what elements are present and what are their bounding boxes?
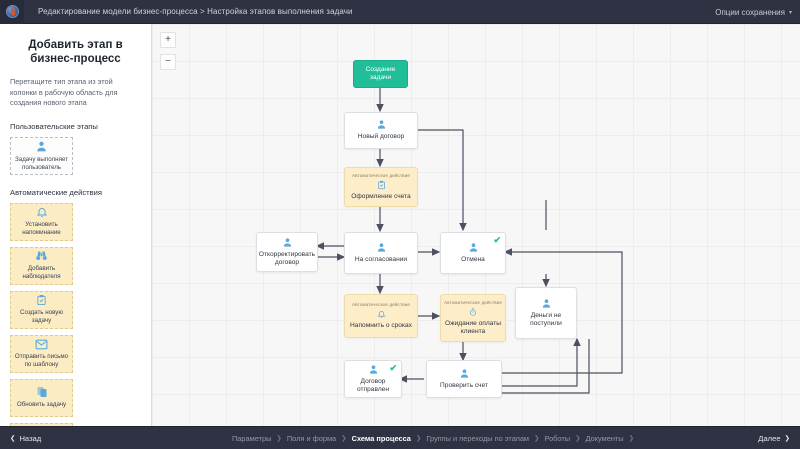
diagram-node-money-not-received[interactable]: Деньги не поступили (515, 287, 577, 339)
bell-icon (377, 309, 386, 319)
palette-item-wait-time[interactable]: Подождать время (10, 422, 73, 426)
palette-item-label: Обновить задачу (16, 401, 67, 408)
chevron-right-icon: ❯ (415, 435, 422, 442)
next-button[interactable]: Далее ❯ (758, 434, 790, 443)
user-icon (459, 368, 470, 379)
zoom-in-button[interactable]: + (160, 32, 176, 48)
wizard-steps: Параметры ❯ Поля и форма ❯ Схема процесс… (232, 434, 634, 443)
diagram-node-cancel[interactable]: ✔ Отмена (440, 232, 506, 274)
user-icon (35, 140, 48, 153)
diagram-node-invoice-issue[interactable]: Автоматическое действие Оформление счета (344, 167, 418, 207)
node-label: Откорректировать договор (258, 250, 316, 266)
user-icon (282, 237, 293, 248)
wizard-step-fields-form[interactable]: Поля и форма (286, 433, 337, 443)
binoculars-icon (35, 250, 48, 262)
node-label: Отмена (461, 255, 485, 263)
top-bar: Редактирование модели бизнес-процесса > … (0, 0, 800, 24)
wizard-step-groups-transitions[interactable]: Группы и переходы по этапам (426, 433, 530, 443)
diagram-node-remind-deadlines[interactable]: Автоматическое действие Напомнить о срок… (344, 294, 418, 338)
diagram-edges (315, 88, 623, 397)
palette-item-label: Установить напоминание (22, 221, 61, 236)
process-diagram-canvas[interactable]: + − (152, 24, 800, 426)
page-title: Добавить этап в бизнес-процесс (28, 39, 123, 65)
chevron-left-icon: ❮ (10, 435, 16, 442)
palette-item-send-template-email[interactable]: Отправить письмо по шаблону (10, 334, 73, 373)
user-icon (541, 298, 552, 309)
save-options-button[interactable]: Опции сохранения ▾ (715, 0, 792, 24)
bell-icon (36, 206, 48, 218)
node-label: Проверить счет (440, 381, 488, 389)
chevron-right-icon: ❯ (628, 435, 635, 442)
node-kind-caption: Автоматическое действие (351, 172, 411, 178)
wizard-step-process-scheme[interactable]: Схема процесса (351, 433, 411, 443)
palette-item-create-task[interactable]: Создать новую задачу (10, 290, 73, 329)
user-icon (468, 242, 479, 253)
node-kind-caption: Автоматическое действие (443, 299, 503, 305)
palette-item-set-reminder[interactable]: Установить напоминание (10, 202, 73, 241)
palette-item-user-task[interactable]: Задачу выполняет пользователь (10, 136, 73, 175)
zoom-out-button[interactable]: − (160, 54, 176, 70)
wizard-step-documents[interactable]: Документы (585, 433, 624, 443)
diagram-node-check-invoice[interactable]: Проверить счет (426, 360, 502, 398)
node-label: Напомнить о сроках (350, 321, 412, 329)
user-steps-grid: Задачу выполняет пользователь (10, 136, 141, 175)
node-label: Оформление счета (351, 192, 411, 200)
node-label: Создание задачи (365, 65, 396, 81)
wizard-step-parameters[interactable]: Параметры (232, 433, 272, 443)
diagram-node-start[interactable]: Создание задачи (353, 60, 408, 88)
status-check-icon: ✔ (389, 363, 397, 373)
node-label: Ожидание оплаты клиента (445, 319, 501, 335)
envelope-icon (35, 339, 48, 350)
chevron-right-icon: ❯ (534, 435, 540, 442)
chevron-right-icon: ❯ (276, 435, 282, 442)
copy-document-icon (36, 386, 48, 398)
back-label: Назад (19, 433, 42, 443)
palette-item-label: Создать новую задачу (20, 309, 63, 324)
chevron-down-icon: ▾ (788, 9, 792, 16)
bottom-bar: ❮ Назад Параметры ❯ Поля и форма ❯ Схема… (0, 426, 800, 449)
section-heading-user-steps: Пользовательские этапы (10, 121, 98, 131)
wizard-step-robots[interactable]: Роботы (544, 433, 571, 443)
node-label: Деньги не поступили (530, 311, 562, 327)
app-logo-icon[interactable] (0, 0, 24, 24)
chevron-right-icon: ❯ (575, 435, 581, 442)
user-icon (376, 119, 387, 130)
clipboard-check-icon (36, 294, 47, 306)
diagram-node-new-contract[interactable]: Новый договор (344, 112, 418, 149)
palette-item-label: Добавить наблюдателя (22, 265, 61, 280)
chevron-right-icon: ❯ (784, 435, 790, 442)
palette-sidebar: Добавить этап в бизнес-процесс Перетащит… (0, 24, 152, 426)
palette-description: Перетащите тип этапа из этой колонки в р… (10, 77, 118, 107)
breadcrumb: Редактирование модели бизнес-процесса > … (38, 7, 353, 16)
palette-item-add-observer[interactable]: Добавить наблюдателя (10, 246, 73, 285)
clipboard-check-icon (377, 180, 386, 190)
palette-item-update-task[interactable]: Обновить задачу (10, 378, 73, 417)
diagram-node-correct-contract[interactable]: Откорректировать договор (256, 232, 318, 272)
diagram-node-in-approval[interactable]: На согласовании (344, 232, 418, 274)
diagram-node-contract-sent[interactable]: ✔ Договор отправлен (344, 360, 402, 398)
palette-item-label: Отправить письмо по шаблону (14, 352, 69, 368)
user-icon (368, 364, 379, 375)
chevron-right-icon: ❯ (341, 435, 347, 442)
next-label: Далее (758, 433, 781, 443)
node-kind-caption: Автоматическое действие (351, 301, 411, 307)
user-icon (376, 242, 387, 253)
back-button[interactable]: ❮ Назад (10, 434, 41, 443)
zoom-controls: + − (160, 32, 176, 76)
palette-item-label: Задачу выполняет пользователь (15, 155, 68, 171)
save-options-label: Опции сохранения (715, 7, 785, 17)
node-label: Новый договор (357, 133, 405, 141)
section-heading-auto-actions: Автоматические действия (10, 187, 102, 197)
stopwatch-icon (469, 307, 477, 317)
diagram-node-await-client-payment[interactable]: Автоматическое действие Ожидание оплаты … (440, 294, 506, 342)
status-check-icon: ✔ (493, 235, 501, 245)
node-label: Договор отправлен (357, 377, 389, 393)
auto-actions-grid: Установить напоминание Добавить наблюдат… (10, 202, 141, 426)
node-label: На согласовании (354, 255, 408, 263)
